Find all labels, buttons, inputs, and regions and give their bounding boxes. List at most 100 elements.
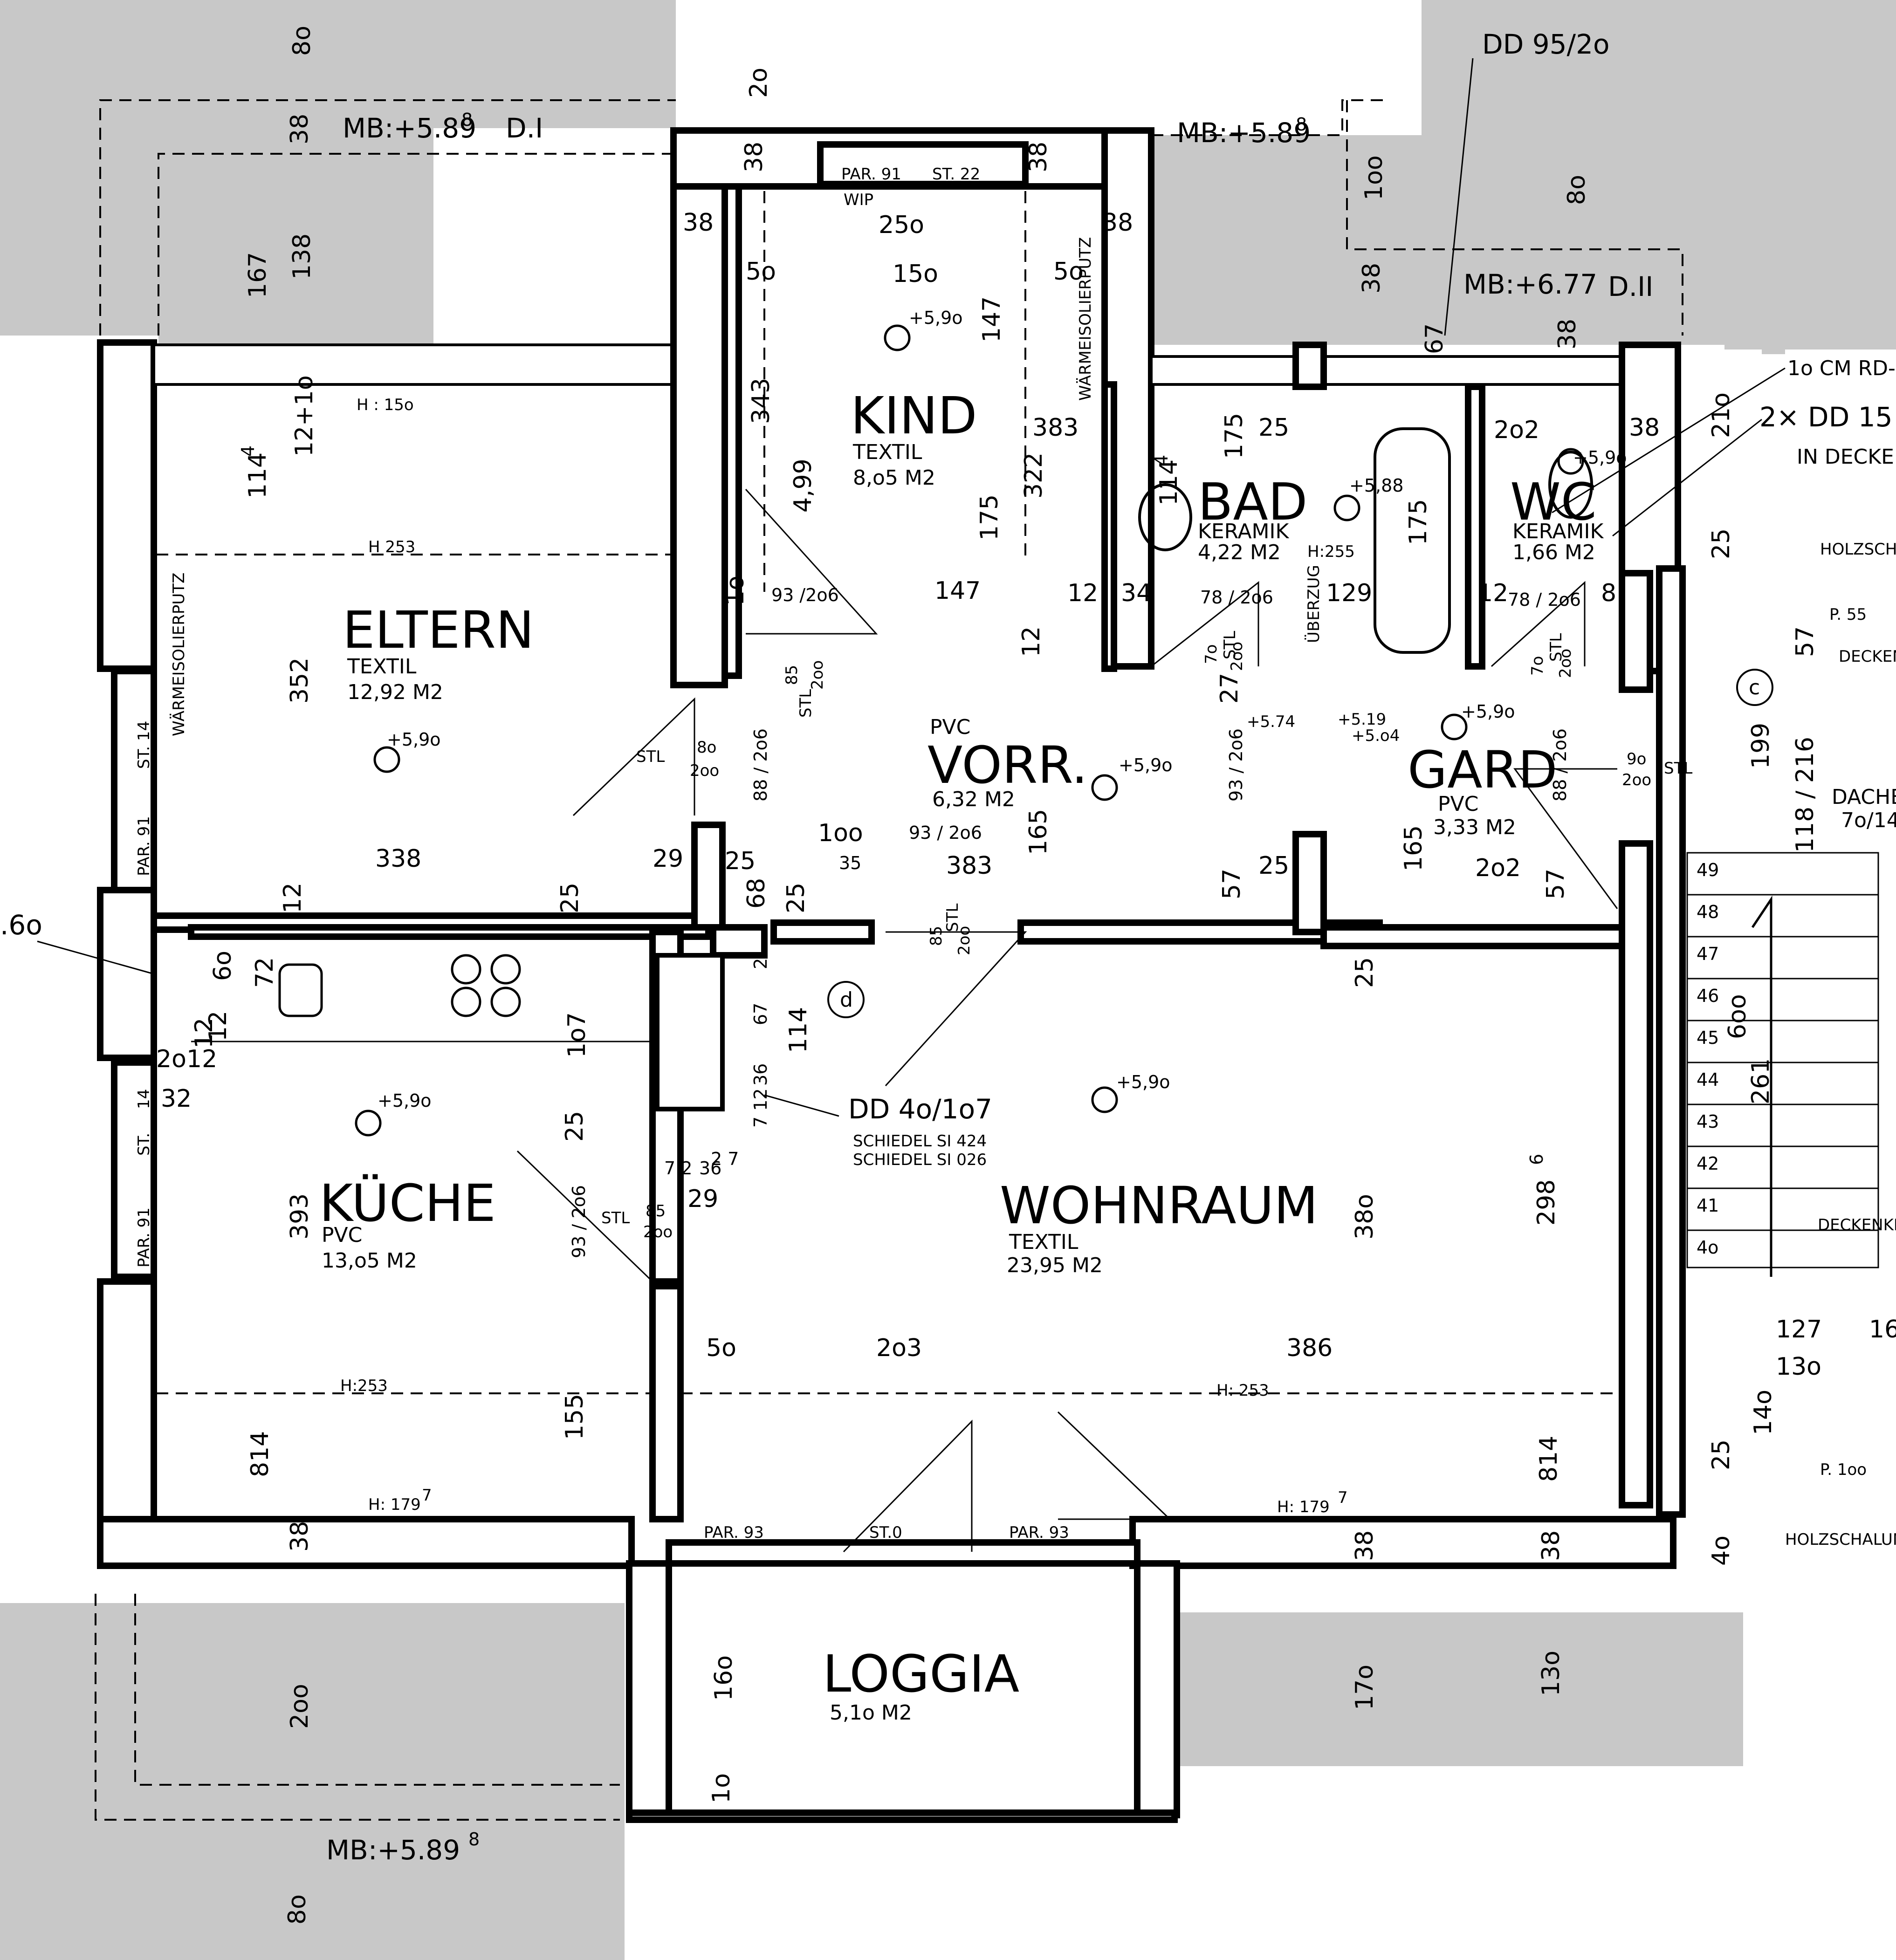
h-wohn-253: H: 253: [1216, 1381, 1269, 1400]
holzschalun-label: HOLZSCHALUN: [1785, 1530, 1896, 1549]
stl-bad-bot: 2oo: [1228, 642, 1246, 671]
door-swing-loggia-r: [1057, 1411, 1172, 1520]
dim-322: 322: [1020, 452, 1048, 499]
wall-right-mid: [1619, 840, 1653, 1508]
st0-label: ST.0: [869, 1523, 902, 1542]
dim-383-b: 383: [946, 852, 992, 880]
dim-38-w2: 38: [1537, 1530, 1565, 1561]
d2-label: D.II: [1608, 271, 1653, 302]
dim-38-tl: 38: [286, 114, 314, 144]
dim-261: 261: [1747, 1058, 1775, 1104]
dim-27: 27: [1216, 673, 1243, 704]
dim-202-wc: 2o2: [1494, 416, 1539, 444]
dim-298: 298: [1532, 1179, 1560, 1226]
dim-499: 4,99: [789, 459, 817, 513]
st14-lower: 14: [135, 1089, 153, 1109]
room-labels: KIND TEXTIL 8,o5 M2 ELTERN TEXTIL 12,92 …: [319, 386, 1604, 1725]
stl-gard-bot: 2oo: [1622, 771, 1651, 789]
room-name-wohnraum: WOHNRAUM: [1000, 1176, 1318, 1235]
wall-chimney-l: [710, 924, 768, 959]
wall-kitchen-top: [188, 924, 712, 940]
stl-gard-top: 9o: [1627, 750, 1646, 768]
dim-12-k2: 12: [186, 1045, 217, 1073]
dim-114-e-sup: 4: [238, 445, 258, 457]
room-area-wohnraum: 23,95 M2: [1007, 1254, 1103, 1277]
dim-25-wohn: 25: [1351, 957, 1379, 988]
dim-100-top: 1oo: [1360, 155, 1388, 200]
dim-114-ch: 114: [784, 1007, 812, 1053]
level-icon-bad: [1333, 494, 1360, 521]
dim-68: 68: [742, 878, 770, 909]
dim-155: 155: [561, 1394, 589, 1440]
dim-80-bot: 8o: [283, 1894, 311, 1925]
room-floor-kind: TEXTIL: [852, 440, 922, 464]
dim-25-b: 25: [782, 883, 810, 913]
room-area-vorr: 6,32 M2: [932, 788, 1015, 811]
dim-40-st: 4o: [1707, 1535, 1735, 1566]
dim-250: 25o: [879, 211, 924, 239]
wall-left-window-2: [111, 1059, 157, 1280]
dim-16: 16: [1869, 1316, 1896, 1343]
stl-notes: STL 8o 2oo STL 85 2oo STL 85 2oo STL 7o …: [601, 631, 1692, 1241]
room-name-wc: WC: [1510, 472, 1597, 532]
level-icon-wc: [1557, 448, 1584, 475]
shaded-top-right: [1151, 0, 1896, 354]
shaded-bottom-right: [1179, 1612, 1743, 1766]
dashed-outline-bottom: [95, 1594, 620, 1821]
dim-29: 29: [653, 845, 683, 873]
circle-c-marker: [1736, 669, 1773, 706]
dim-12-10: 12+1o: [290, 375, 318, 457]
wall-top-bad: [1150, 355, 1623, 386]
dashed-outline-top-left-inner: [158, 153, 676, 336]
level-wohnraum: +5,9o: [1116, 1072, 1170, 1092]
leader-dd15: [1612, 418, 1762, 537]
leader-cm-rd: [1552, 367, 1786, 514]
dim-147-b: 147: [934, 577, 981, 605]
room-name-vorr: VORR.: [927, 735, 1088, 795]
dim-78-206-a: 78 / 2o6: [1200, 587, 1273, 608]
chimney-icon: [655, 953, 725, 1111]
stl-vorr: STL: [943, 904, 962, 932]
level-icon-wohn: [1091, 1086, 1118, 1113]
dim-386: 386: [1286, 1334, 1333, 1362]
wall-vorr-wohn: [770, 919, 875, 945]
waermeisolierputz-right: WÄRMEISOLIERPUTZ: [1076, 237, 1095, 401]
dim-114-bad: 114: [1155, 459, 1183, 506]
dim-93-206-gard: 93 / 2o6: [1226, 728, 1246, 802]
stair-num-41: 41: [1697, 1195, 1719, 1216]
door-swing-vorr: [885, 931, 1027, 1087]
mb-right: MB:+6.77: [1463, 268, 1597, 300]
in-decke-label: IN DECKE: [1797, 445, 1894, 469]
stair-stringer: [1686, 852, 1879, 1268]
hob-ring-icon-3: [451, 987, 481, 1017]
dim-34: 34: [1121, 579, 1152, 607]
level-step3: +5.o4: [1352, 726, 1400, 745]
stair-num-44: 44: [1697, 1069, 1719, 1090]
stl-kind: STL: [797, 689, 815, 718]
schiedel-1: SCHIEDEL SI 424: [853, 1132, 987, 1151]
stair-arrow-icon: [1751, 895, 1772, 1277]
dim-114-e: 114: [244, 452, 272, 499]
stl-kind-bot: 2oo: [808, 660, 827, 690]
dim-38-kind-sl: 38: [683, 209, 714, 237]
stl-vorr-top: 85: [927, 926, 946, 946]
dim-38-kb: 38: [286, 1521, 314, 1552]
fixtures: [191, 427, 1593, 1111]
dachb-dim: 7o/14o: [1841, 809, 1896, 832]
door-swing-wc: [1491, 581, 1586, 667]
h-wohn-179-sup: 7: [1338, 1488, 1348, 1507]
dim-57-r: 57: [1791, 626, 1819, 657]
dim-114-bad-sup: 4: [1151, 455, 1172, 466]
leader-dd40: [764, 1094, 839, 1117]
deckenk-label: DECKENK: [1839, 647, 1896, 666]
dim-140: 14o: [1749, 1390, 1777, 1435]
st14-upper: ST. 14: [135, 721, 153, 769]
hob-ring-icon-4: [490, 987, 521, 1017]
dim-165-a: 165: [1024, 809, 1052, 855]
dim-88-206: 88 / 2o6: [750, 728, 771, 802]
h-kueche-253: H:253: [340, 1377, 388, 1395]
wall-stair-left: [1656, 565, 1686, 1518]
dim-200: 2oo: [286, 1684, 314, 1729]
leader-left-60: [37, 940, 154, 975]
